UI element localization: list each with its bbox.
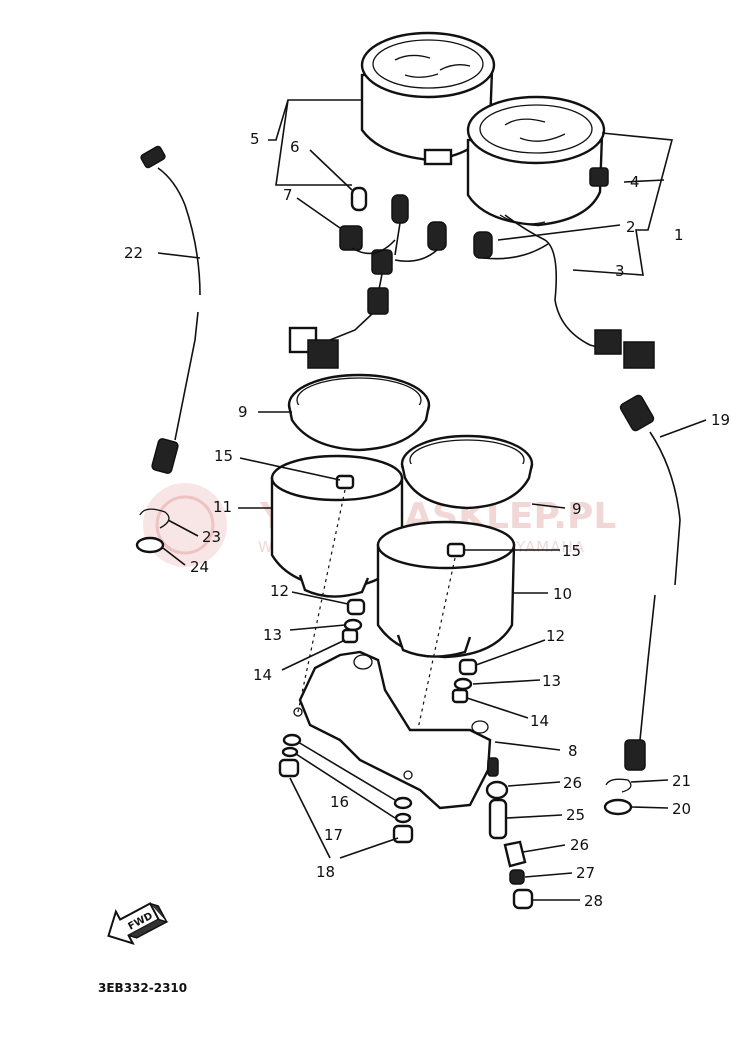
callout-22: 22 [124, 244, 143, 262]
meter-connector [589, 167, 609, 187]
meter-rim-right [400, 434, 534, 510]
callout-19: 19 [711, 411, 730, 429]
cable-clips [135, 508, 633, 816]
meter-assembly-right [466, 95, 609, 227]
front-direction-arrow: FWD [107, 902, 169, 945]
callout-14-left: 14 [253, 666, 272, 684]
callout-23: 23 [202, 528, 221, 546]
callout-15-left: 15 [214, 447, 233, 465]
callout-17: 17 [324, 826, 343, 844]
assembly-line-left [297, 489, 346, 713]
callout-25: 25 [566, 806, 585, 824]
callout-9-left: 9 [238, 403, 248, 421]
callout-9-right: 9 [572, 500, 582, 518]
callout-28: 28 [584, 892, 603, 910]
callout-1: 1 [674, 226, 684, 244]
meter-rim-left [287, 373, 431, 452]
callout-13-left: 13 [263, 626, 282, 644]
callout-26-lower: 26 [570, 836, 589, 854]
callout-18: 18 [316, 863, 335, 881]
callout-27: 27 [576, 864, 595, 882]
bracket-fasteners-right [485, 757, 534, 910]
bulbs-and-sockets [288, 186, 549, 369]
bracket-fasteners-left [278, 733, 414, 844]
callout-7: 7 [283, 186, 293, 204]
callout-10: 10 [553, 585, 572, 603]
callout-8: 8 [568, 742, 578, 760]
callout-2: 2 [626, 218, 636, 236]
leader-lines [157, 99, 707, 901]
callout-20: 20 [672, 800, 691, 818]
callout-24: 24 [190, 558, 209, 576]
callout-13-right: 13 [542, 672, 561, 690]
diagram-code: 3EB332-2310 [98, 981, 187, 995]
callout-16: 16 [330, 793, 349, 811]
speedometer-cable [619, 394, 681, 771]
callout-5: 5 [250, 130, 260, 148]
meter-bracket [293, 650, 492, 810]
callout-15-right: 15 [562, 542, 581, 560]
callout-4: 4 [630, 173, 640, 191]
callout-12-left: 12 [270, 582, 289, 600]
callout-6: 6 [290, 138, 300, 156]
case-screw-right [446, 542, 466, 558]
meter-wire-harness [504, 214, 655, 369]
callout-11: 11 [213, 498, 232, 516]
callout-21: 21 [672, 772, 691, 790]
callout-3: 3 [615, 262, 625, 280]
meter-case-left [270, 454, 404, 598]
callout-12-right: 12 [546, 627, 565, 645]
callout-26-upper: 26 [563, 774, 582, 792]
watermark-logo-ring [155, 495, 215, 555]
assembly-line-right [407, 557, 456, 776]
callout-labels: 5 6 7 1 2 3 4 9 9 15 15 11 10 12 13 14 1… [124, 130, 730, 910]
meter-case-right [376, 520, 516, 659]
case-screw-left [335, 474, 355, 490]
tachometer-cable [140, 145, 201, 474]
callout-14-right: 14 [530, 712, 549, 730]
